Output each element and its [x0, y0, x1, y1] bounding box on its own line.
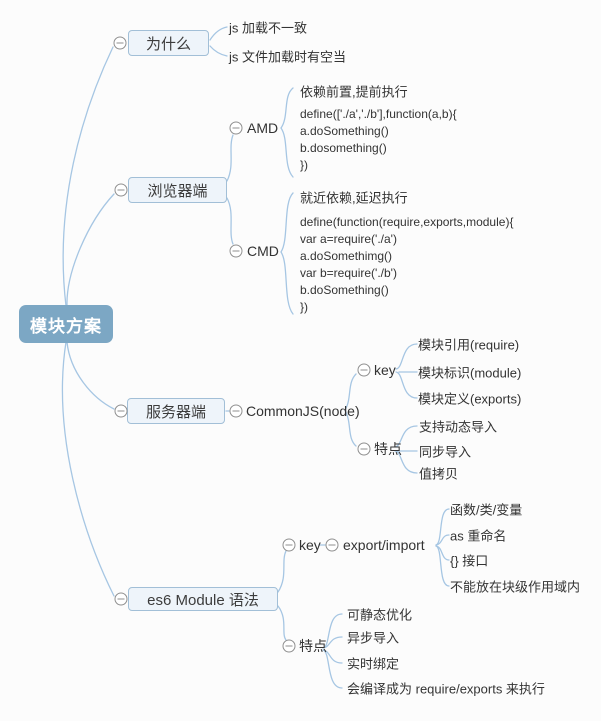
- subtopic-es6-features[interactable]: 特点: [299, 638, 327, 654]
- topic-why[interactable]: 为什么: [128, 30, 209, 56]
- collapse-icon-why[interactable]: [113, 36, 127, 50]
- leaf-as-rename[interactable]: as 重命名: [450, 528, 507, 544]
- collapse-icon-commonjs-key[interactable]: [357, 363, 371, 377]
- subtopic-commonjs-key[interactable]: key: [374, 362, 396, 378]
- leaf-func-class-var[interactable]: 函数/类/变量: [450, 502, 523, 518]
- leaf-module-require[interactable]: 模块引用(require): [418, 337, 520, 353]
- leaf-amd-code[interactable]: define(['./a','./b'],function(a,b){ a.do…: [300, 107, 457, 172]
- leaf-no-block-scope[interactable]: 不能放在块级作用域内: [450, 579, 581, 595]
- topic-server[interactable]: 服务器端: [127, 398, 225, 424]
- subtopic-cmd[interactable]: CMD: [247, 243, 279, 259]
- collapse-icon-es6-key[interactable]: [282, 538, 296, 552]
- leaf-amd-note[interactable]: 依赖前置,提前执行: [300, 84, 408, 100]
- leaf-sync-import[interactable]: 同步导入: [419, 444, 472, 460]
- leaf-module-exports[interactable]: 模块定义(exports): [418, 391, 522, 407]
- leaf-js-load-inconsistent[interactable]: js 加载不一致: [229, 20, 308, 36]
- leaf-value-copy[interactable]: 值拷贝: [419, 466, 459, 482]
- collapse-icon-export-import[interactable]: [325, 538, 339, 552]
- subtopic-amd[interactable]: AMD: [247, 120, 279, 136]
- topic-es6[interactable]: es6 Module 语法: [128, 587, 278, 611]
- collapse-icon-commonjs-features[interactable]: [357, 442, 371, 456]
- topic-browser[interactable]: 浏览器端: [128, 177, 227, 203]
- collapse-icon-commonjs[interactable]: [229, 404, 243, 418]
- collapse-icon-amd[interactable]: [229, 121, 243, 135]
- collapse-icon-es6-features[interactable]: [282, 639, 296, 653]
- leaf-static-optimize[interactable]: 可静态优化: [347, 607, 413, 623]
- subtopic-es6-key[interactable]: key: [299, 537, 321, 553]
- root-topic[interactable]: 模块方案: [19, 305, 113, 343]
- leaf-compiled-to-require[interactable]: 会编译成为 require/exports 来执行: [347, 681, 545, 697]
- leaf-cmd-code[interactable]: define(function(require,exports,module){…: [300, 215, 514, 314]
- collapse-icon-browser[interactable]: [114, 183, 128, 197]
- leaf-js-load-gap[interactable]: js 文件加载时有空当: [229, 49, 347, 65]
- subtopic-export-import[interactable]: export/import: [343, 537, 425, 553]
- subtopic-commonjs[interactable]: CommonJS(node): [246, 403, 360, 419]
- leaf-module-module[interactable]: 模块标识(module): [418, 365, 522, 381]
- collapse-icon-es6[interactable]: [114, 592, 128, 606]
- leaf-async-import[interactable]: 异步导入: [347, 630, 400, 646]
- leaf-brace-interface[interactable]: {} 接口: [450, 553, 489, 569]
- leaf-live-binding[interactable]: 实时绑定: [347, 656, 400, 672]
- collapse-icon-cmd[interactable]: [229, 244, 243, 258]
- leaf-cmd-note[interactable]: 就近依赖,延迟执行: [300, 190, 408, 206]
- collapse-icon-server[interactable]: [114, 404, 128, 418]
- subtopic-commonjs-features[interactable]: 特点: [374, 441, 402, 457]
- leaf-dynamic-import[interactable]: 支持动态导入: [419, 419, 498, 435]
